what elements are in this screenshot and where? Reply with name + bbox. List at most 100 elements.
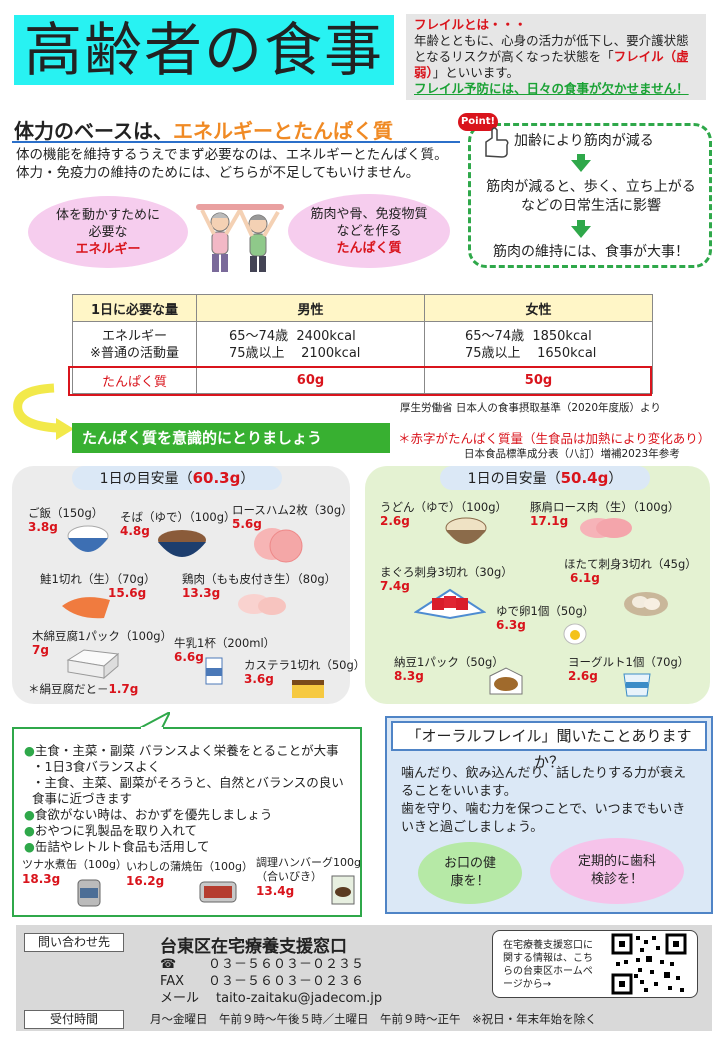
fax-number: ０３－５６０３－０２３６ xyxy=(208,974,365,989)
diet-tips-list: ●主食・主菜・副菜 バランスよく栄養をとることが大事 ・1日3食バランスよく ・… xyxy=(24,743,360,855)
menu-panel-right xyxy=(365,466,710,704)
bullet-dot-icon: ● xyxy=(24,807,35,822)
natto-icon xyxy=(489,667,523,695)
qr-code-icon[interactable] xyxy=(610,932,688,996)
point-step-1: 加齢により筋肉が減る xyxy=(514,133,654,149)
title-banner: 高齢者の食事 xyxy=(14,15,394,85)
point-badge: Point! xyxy=(458,113,498,131)
can-item-tuna: ツナ水煮缶（100g）18.3g xyxy=(22,858,127,886)
daily-amount-left: 1日の目安量（60.3g） xyxy=(72,466,282,490)
food-item-udon: うどん（ゆで）（100g）2.6g xyxy=(380,500,507,528)
food-item-egg: ゆで卵1個（50g）6.3g xyxy=(496,604,595,632)
office-name: 台東区在宅療養支援窓口 xyxy=(160,937,347,957)
tel-row: ☎ ０３－５６０３－０２３５ xyxy=(160,956,382,973)
food-item-tuna: まぐろ刺身3切れ（30g）7.4g xyxy=(380,565,513,593)
food-item-salmon: 鮭1切れ（生）（70g）15.6g xyxy=(40,572,156,600)
point-step-2: 筋肉が減ると、歩く、立ち上がるなどの日常生活に影響 xyxy=(486,179,696,214)
boiled-egg-icon xyxy=(563,623,587,645)
protein-label-cell: たんぱく質 xyxy=(72,367,197,394)
food-item-ham: ロースハム2枚（30g）5.6g xyxy=(232,503,353,531)
protein-banner: たんぱく質を意識的にとりましょう xyxy=(72,423,390,453)
rice-bowl-icon xyxy=(67,525,109,552)
soba-bowl-icon xyxy=(158,530,206,557)
dental-checkup-bubble: 定期的に歯科検診を！ xyxy=(550,838,684,904)
salmon-icon xyxy=(62,597,110,619)
arrow-down-icon xyxy=(571,154,591,172)
daily-amount-right: 1日の目安量（50.4g） xyxy=(440,466,650,490)
protein-bubble: 筋肉や骨、免疫物質などを作るたんぱく質 xyxy=(288,194,450,268)
tuna-sashimi-icon xyxy=(414,588,486,620)
food-table-source: 日本食品標準成分表（八訂）増補2023年参考 xyxy=(464,448,680,460)
daily-requirement-table: 1日に必要な量 男性 女性 エネルギー※普通の活動量 65～74歳 2400kc… xyxy=(72,294,653,394)
tip-item: ●食欲がない時は、おかずを優先しましょう xyxy=(24,807,273,822)
curved-arrow-icon xyxy=(13,383,74,440)
contact-label: 問い合わせ先 xyxy=(24,933,124,952)
can-item-sardine: いわしの蒲焼缶（100g）16.2g xyxy=(126,860,253,888)
arrow-down-icon xyxy=(571,220,591,238)
energy-bubble: 体を動かすために必要なエネルギー xyxy=(28,196,188,268)
ham-icon xyxy=(254,528,303,563)
bullet-dot-icon: ● xyxy=(24,743,35,758)
food-item-scallop: ほたて刺身3切れ（45g）6.1g xyxy=(564,557,697,585)
food-item-milk: 牛乳1杯（200ml）6.6g xyxy=(174,636,276,664)
tel-number[interactable]: ０３－５６０３－０２３５ xyxy=(208,957,365,972)
male-protein-cell: 60g xyxy=(196,367,425,394)
section-divider xyxy=(12,141,460,143)
pork-icon xyxy=(580,518,632,538)
tip-subitem: ・1日3食バランスよく xyxy=(32,759,161,774)
energy-description: 体の機能を維持するうえでまず必要なのは、エネルギーとたんぱく質。 体力・免疫力の… xyxy=(16,147,448,181)
office-hours: 月～金曜日 午前９時～午後５時／土曜日 午前９時～正午 ※祝日・年末年始を除く xyxy=(150,1012,597,1026)
food-item-rice: ご飯（150g）3.8g xyxy=(28,506,104,534)
protein-row-highlight xyxy=(68,366,652,396)
qr-note-text: 在宅療養支援窓口に関する情報は、こちらの台東区ホームページから→ xyxy=(503,940,593,990)
food-item-tofu: 木綿豆腐1パック（100g）7g xyxy=(32,629,173,657)
elderly-exercise-illustration xyxy=(196,204,284,272)
bullet-dot-icon: ● xyxy=(24,839,35,854)
frail-word: フレイル（虚弱） xyxy=(414,49,689,80)
bullet-dot-icon: ● xyxy=(24,823,35,838)
mail-address[interactable]: taito-zaitaku@jadecom.jp xyxy=(216,991,383,1006)
frail-description: 年齢とともに、心身の活力が低下し、要介護状態となるリスクが高くなった状態を「フレ… xyxy=(414,33,689,80)
pointing-hand-icon xyxy=(485,127,509,158)
udon-bowl-icon xyxy=(445,517,487,544)
food-item-pork: 豚肩ロース肉（生）（100g）17.1g xyxy=(530,500,680,528)
table-row-protein: たんぱく質 60g 50g xyxy=(72,367,653,394)
tip-item: ●主食・主菜・副菜 バランスよく栄養をとることが大事 xyxy=(24,743,339,758)
point-box xyxy=(468,123,712,268)
page-title: 高齢者の食事 xyxy=(23,16,384,84)
frail-green-note: フレイル予防には、日々の食事が欠かせません！ xyxy=(414,81,689,96)
food-item-castella: カステラ1切れ（50g）3.6g xyxy=(244,658,366,686)
sardine-can-icon xyxy=(199,881,237,903)
energy-label-cell: エネルギー※普通の活動量 xyxy=(72,321,197,368)
tip-item: ●缶詰やレトルト食品も活用して xyxy=(24,839,210,854)
can-item-hamburg: 調理ハンバーグ100g（合いびき）13.4g xyxy=(256,856,361,898)
phone-icon: ☎ xyxy=(160,957,177,972)
yogurt-cup-icon xyxy=(623,673,651,697)
retort-pouch-icon xyxy=(331,875,355,905)
tuna-can-icon xyxy=(77,879,101,907)
table-header-cell: 1日に必要な量 xyxy=(72,294,197,322)
table-source: 厚生労働省 日本人の食事摂取基準（2020年度版）より xyxy=(400,402,661,414)
female-protein-cell: 50g xyxy=(424,367,653,394)
food-item-yogurt: ヨーグルト1個（70g）2.6g xyxy=(568,655,690,683)
oral-frail-heading: 「オーラルフレイル」聞いたことありますか？ xyxy=(391,721,707,771)
point-step-3: 筋肉の維持には、食事が大事！ xyxy=(493,244,689,260)
protein-red-note: ＊赤字がたんぱく質量（生食品は加熱により変化あり） xyxy=(398,431,711,446)
food-item-natto: 納豆1パック（50g）8.3g xyxy=(394,655,504,683)
silken-tofu-note: ＊絹豆腐だと－1.7g xyxy=(28,682,139,696)
energy-section-title: 体力のベースは、エネルギーとたんぱく質 xyxy=(14,119,393,143)
tip-subitem: ・主食、主菜、副菜がそろうと、自然とバランスの良い食事に近づきます xyxy=(32,775,344,806)
callout-tail-icon xyxy=(140,712,170,729)
tofu-icon xyxy=(66,649,120,680)
table-header-cell: 女性 xyxy=(424,294,653,322)
hours-label: 受付時間 xyxy=(24,1010,124,1029)
castella-icon xyxy=(292,680,324,698)
chicken-icon xyxy=(238,594,286,615)
diet-tips-box xyxy=(12,727,362,917)
